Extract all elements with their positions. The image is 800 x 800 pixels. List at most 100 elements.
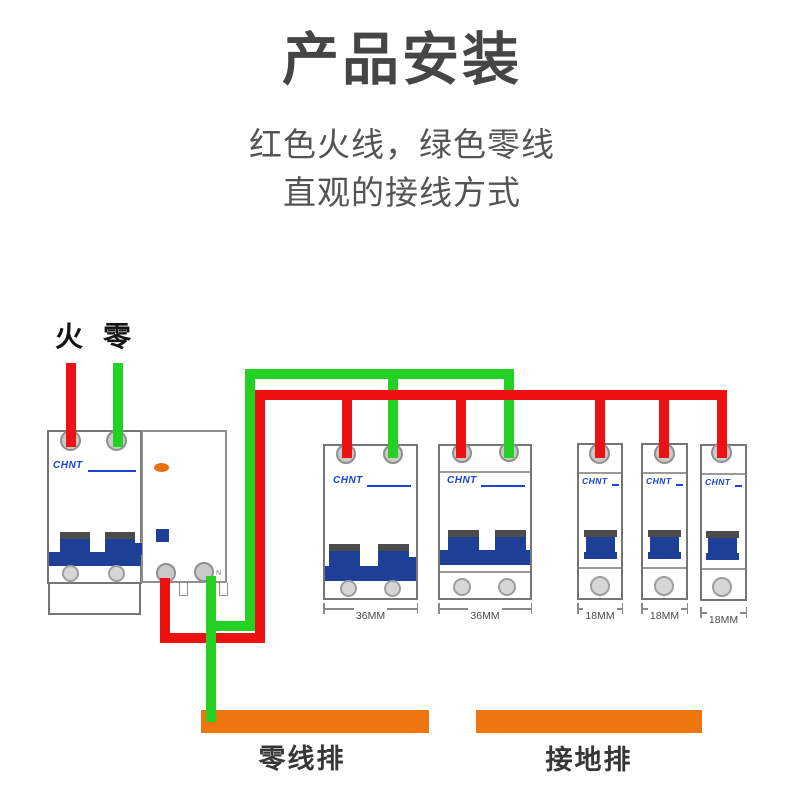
width-dimension: 36MM xyxy=(323,603,418,627)
brand-logo: CHNT xyxy=(333,475,363,486)
live-input-wire xyxy=(66,363,76,447)
handle-cap xyxy=(584,530,617,537)
handle-bar xyxy=(440,550,530,565)
breaker-handle xyxy=(495,534,526,552)
live-return-wire-vertical xyxy=(255,400,265,643)
terminal-screw xyxy=(384,580,401,597)
panel-divider xyxy=(643,472,686,474)
width-dimension: 18MM xyxy=(700,607,747,631)
live-wire-label: 火 xyxy=(55,321,84,352)
breaker-handle xyxy=(329,548,360,568)
page-title: 产品安装 xyxy=(282,28,522,92)
handle-base xyxy=(584,552,617,559)
breaker-handle xyxy=(586,535,615,554)
neutral-branch-wire-vertical xyxy=(245,379,255,631)
neutral-to-busbar-wire xyxy=(206,576,216,722)
panel-divider xyxy=(579,472,621,474)
breaker-handle xyxy=(60,536,90,554)
handle-cap xyxy=(60,532,90,539)
subtitle-line-1: 红色火线，绿色零线 xyxy=(249,126,555,163)
live-distribution-wire xyxy=(255,390,727,400)
panel-divider xyxy=(579,567,621,569)
breaker-body xyxy=(641,443,688,600)
terminal-screw xyxy=(498,578,516,596)
terminal-screw xyxy=(453,578,471,596)
neutral-wire-drop xyxy=(504,379,514,458)
breaker-handle xyxy=(378,548,409,568)
dimension-label: 18MM xyxy=(649,610,680,622)
ground-busbar-label: 接地排 xyxy=(545,745,633,775)
ground-busbar xyxy=(476,710,702,733)
brand-underline xyxy=(676,484,683,486)
attachment-tab xyxy=(179,583,188,596)
width-dimension: 18MM xyxy=(641,603,688,627)
panel-divider xyxy=(643,567,686,569)
main-breaker-base xyxy=(48,584,141,615)
handle-cap xyxy=(495,530,526,537)
neutral-busbar-label: 零线排 xyxy=(258,744,346,774)
neutral-distribution-wire xyxy=(245,369,514,379)
terminal-screw xyxy=(712,577,732,597)
terminal-screw xyxy=(340,580,357,597)
handle-cap xyxy=(378,544,409,551)
dimension-label: 18MM xyxy=(585,610,615,622)
neutral-input-wire xyxy=(113,363,123,447)
dimension-label: 18MM xyxy=(708,614,739,626)
live-wire-drop xyxy=(456,400,466,458)
neutral-wire-drop xyxy=(388,379,398,458)
brand-underline xyxy=(612,484,619,486)
handle-base xyxy=(648,552,681,559)
attachment-tab xyxy=(219,583,228,596)
handle-bar xyxy=(49,552,141,566)
terminal-screw xyxy=(590,576,610,596)
breaker-handle xyxy=(708,536,737,555)
breaker-body xyxy=(700,444,747,601)
terminal-screw xyxy=(62,565,79,582)
breaker-handle xyxy=(650,535,679,554)
live-wire-drop xyxy=(595,400,605,458)
handle-base xyxy=(706,553,739,560)
handle-step xyxy=(134,543,142,555)
width-dimension: 36MM xyxy=(438,603,532,627)
terminal-screw xyxy=(108,565,125,582)
dimension-label: 36MM xyxy=(470,610,500,622)
brand-logo: CHNT xyxy=(705,477,731,487)
brand-logo: CHNT xyxy=(646,476,672,486)
brand-logo: CHNT xyxy=(53,460,83,471)
breaker-handle xyxy=(105,536,135,554)
width-dimension: 18MM xyxy=(577,603,623,627)
handle-step xyxy=(404,557,416,567)
live-wire-drop xyxy=(342,400,352,458)
test-button xyxy=(156,529,169,542)
live-wire-drop xyxy=(717,400,727,458)
brand-underline xyxy=(88,470,136,472)
brand-logo: CHNT xyxy=(447,475,477,486)
handle-cap xyxy=(329,544,360,551)
brand-underline xyxy=(481,485,525,487)
subtitle-line-2: 直观的接线方式 xyxy=(283,174,521,211)
panel-divider xyxy=(440,571,530,573)
neutral-busbar xyxy=(201,710,429,733)
brand-logo: CHNT xyxy=(582,476,608,486)
neutral-wire-label: 零 xyxy=(103,321,132,352)
breaker-handle xyxy=(448,534,479,552)
indicator-light xyxy=(154,463,169,472)
main-breaker-attachment xyxy=(141,430,227,583)
handle-cap xyxy=(105,532,135,539)
neutral-branch-wire-horizontal xyxy=(206,621,255,631)
brand-underline xyxy=(367,485,411,487)
live-wire-drop xyxy=(659,400,669,458)
handle-bar xyxy=(325,566,416,581)
live-output-wire xyxy=(160,578,170,633)
handle-cap xyxy=(706,531,739,538)
breaker-body xyxy=(438,444,532,600)
panel-divider xyxy=(440,471,530,473)
panel-divider xyxy=(702,568,745,570)
dimension-label: 36MM xyxy=(355,610,386,622)
terminal-screw xyxy=(654,576,674,596)
breaker-body xyxy=(577,443,623,600)
brand-underline xyxy=(735,485,742,487)
handle-cap xyxy=(648,530,681,537)
n-terminal-label: N xyxy=(216,570,222,577)
